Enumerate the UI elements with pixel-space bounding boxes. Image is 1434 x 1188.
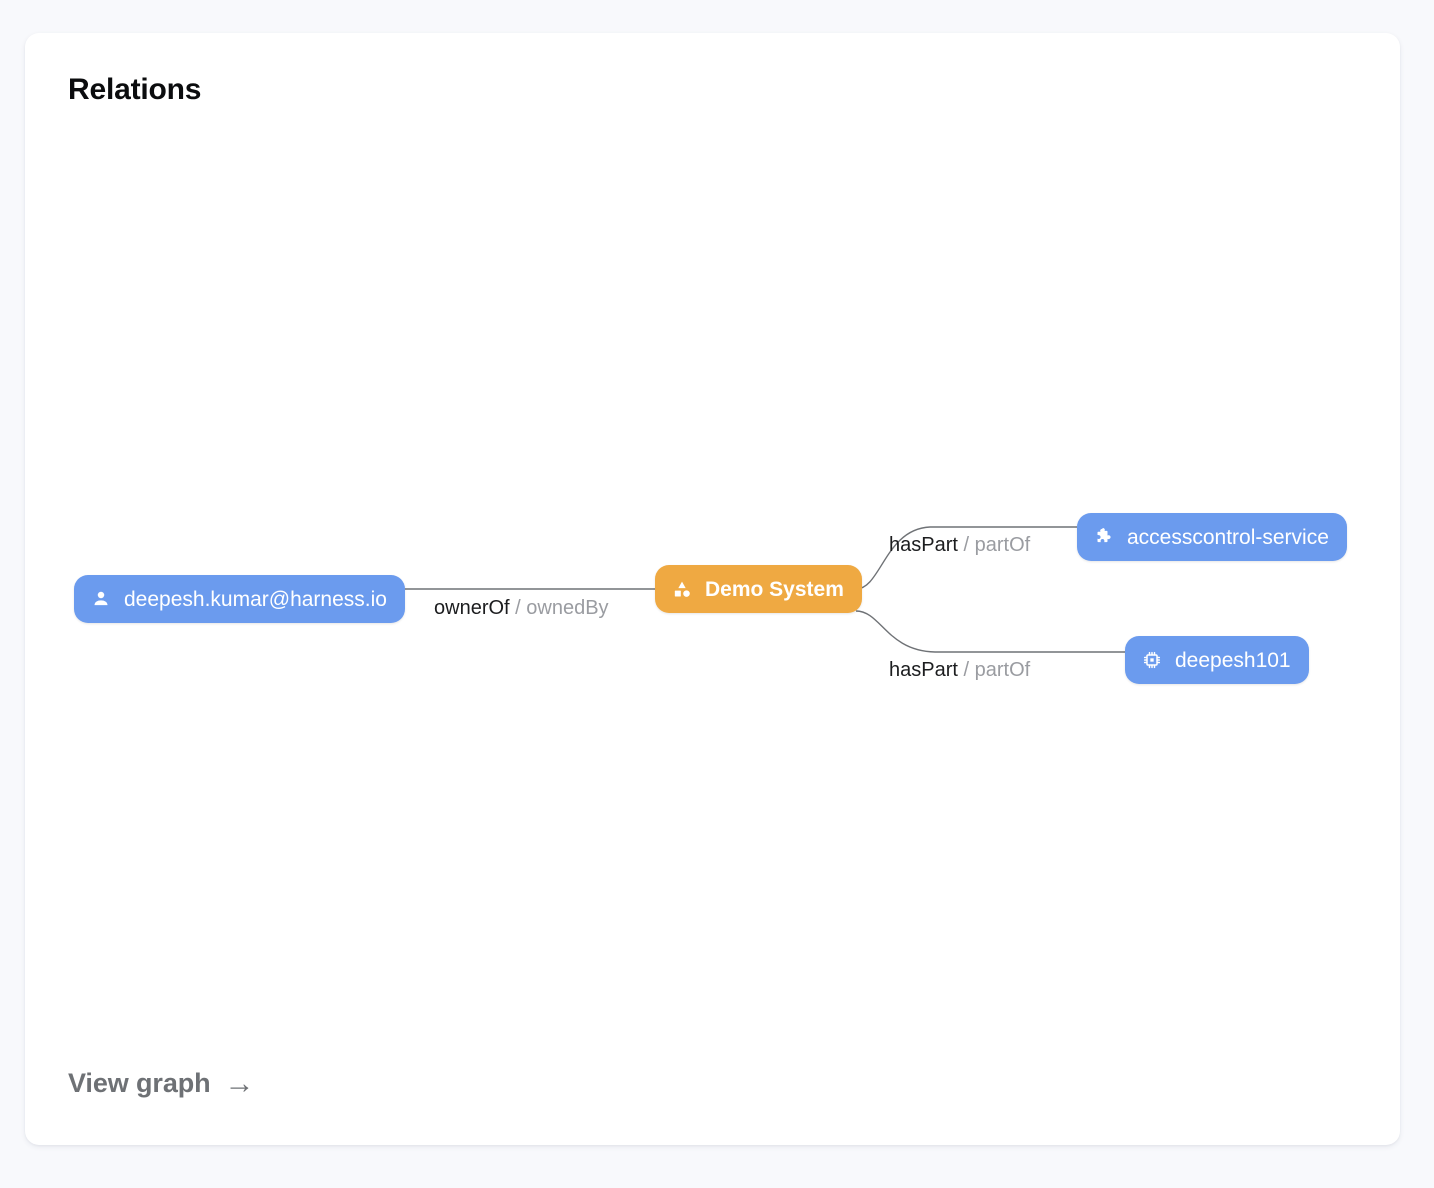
graph-node-accesscontrol-service[interactable]: accesscontrol-service	[1077, 513, 1347, 561]
edge-label-haspart-accesscontrol: hasPart / partOf	[889, 535, 1030, 555]
person-icon	[90, 588, 112, 610]
edge-label-inverse: partOf	[974, 659, 1031, 681]
category-shapes-icon	[671, 578, 693, 600]
graph-node-label: Demo System	[705, 577, 844, 601]
edge-label-separator: /	[963, 534, 975, 556]
graph-node-deepesh101[interactable]: deepesh101	[1125, 636, 1309, 684]
memory-chip-icon	[1141, 649, 1163, 671]
graph-node-user[interactable]: deepesh.kumar@harness.io	[74, 575, 405, 623]
view-graph-link[interactable]: View graph →	[68, 1066, 255, 1100]
edge-label-haspart-deepesh101: hasPart / partOf	[889, 660, 1030, 680]
edge-label-inverse: partOf	[974, 534, 1031, 556]
page-title: Relations	[68, 73, 202, 106]
graph-node-label: deepesh101	[1175, 648, 1291, 672]
relations-card: Relations deepesh.kumar@harness.io	[25, 33, 1400, 1145]
edge-label-forward: ownerOf	[434, 597, 510, 619]
edge-label-ownerof: ownerOf / ownedBy	[434, 598, 609, 618]
arrow-right-icon: →	[224, 1066, 255, 1100]
edge-label-separator: /	[515, 597, 527, 619]
puzzle-piece-icon	[1093, 526, 1115, 548]
edge-label-forward: hasPart	[889, 534, 958, 556]
relations-graph[interactable]: deepesh.kumar@harness.io Demo System acc…	[25, 33, 1400, 1145]
graph-node-label: deepesh.kumar@harness.io	[124, 587, 387, 611]
view-graph-label: View graph	[68, 1068, 211, 1098]
edge-label-inverse: ownedBy	[526, 597, 609, 619]
edge-path-haspart-deepesh101	[855, 610, 1125, 653]
edge-label-separator: /	[963, 659, 975, 681]
graph-node-system[interactable]: Demo System	[655, 565, 862, 613]
edge-label-forward: hasPart	[889, 659, 958, 681]
graph-node-label: accesscontrol-service	[1127, 525, 1329, 549]
